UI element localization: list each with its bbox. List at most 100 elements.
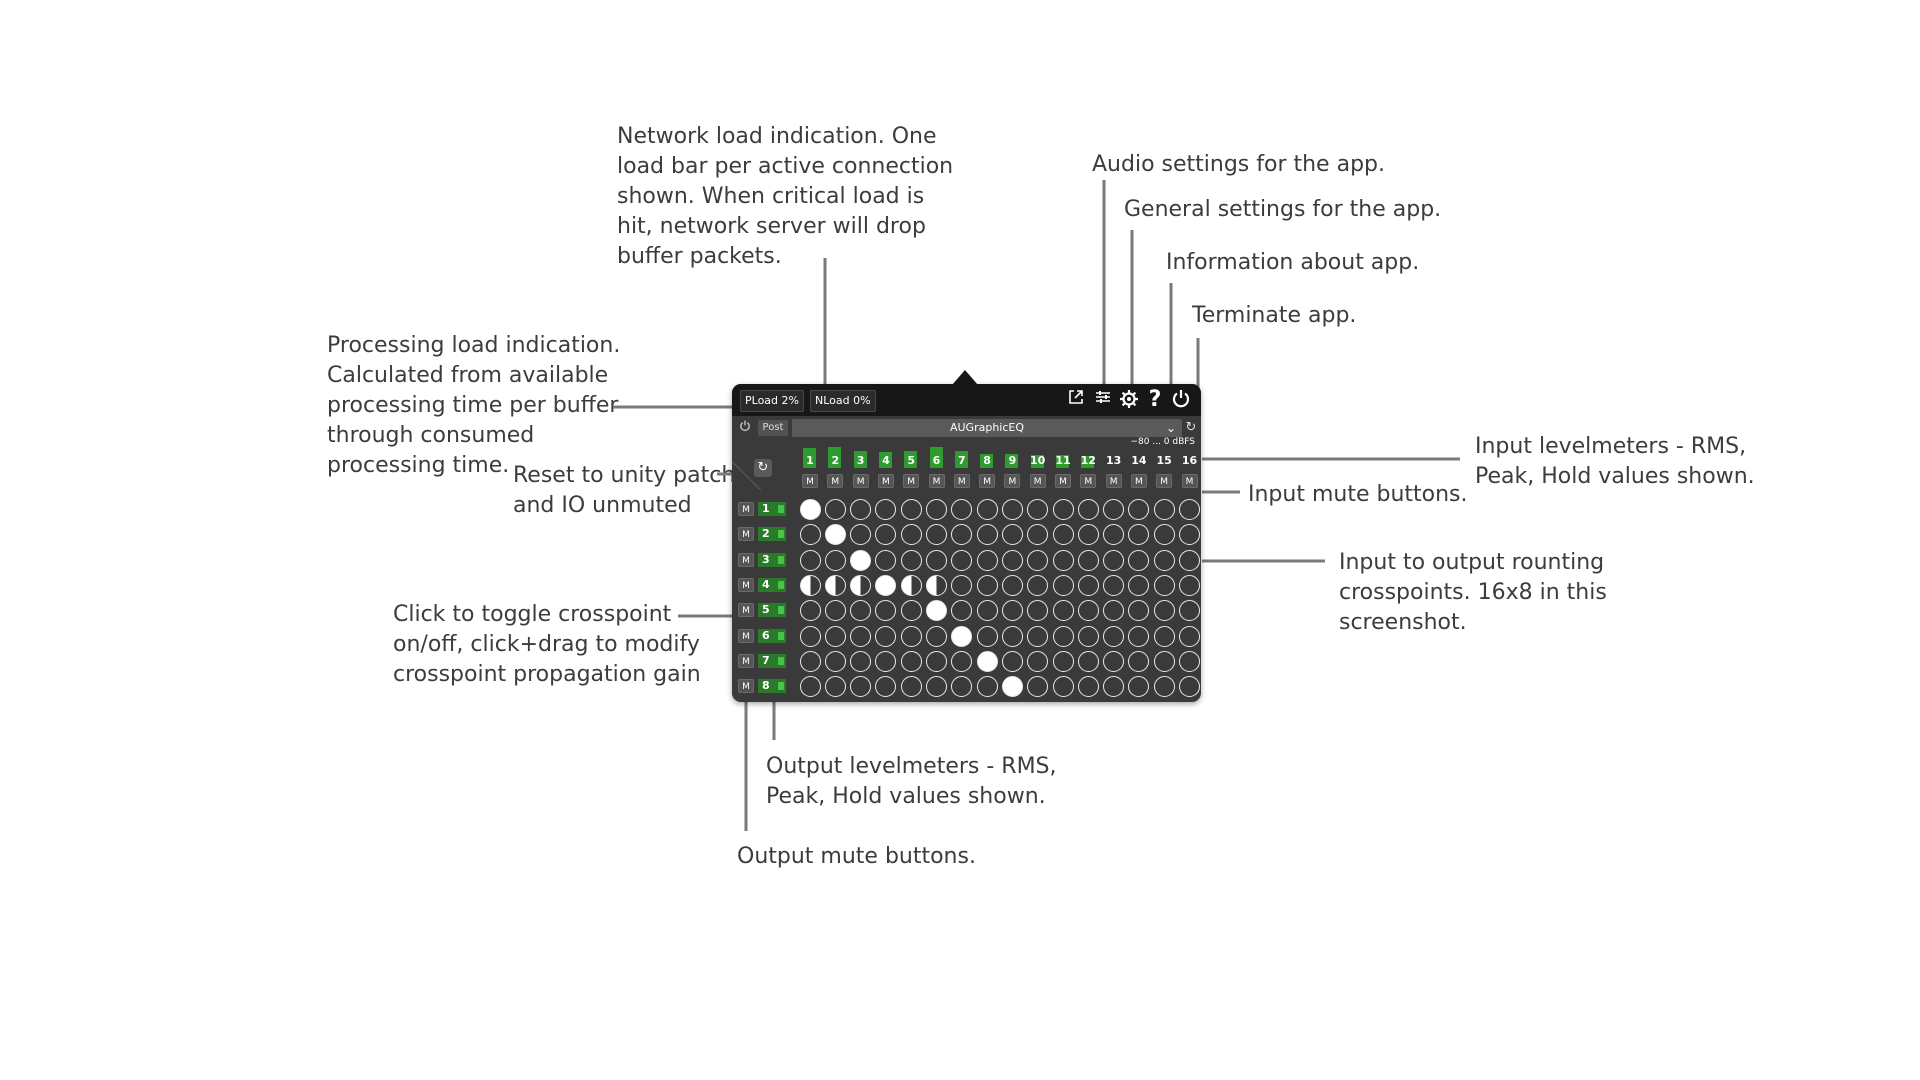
crosspoint[interactable] bbox=[824, 574, 846, 596]
crosspoint[interactable] bbox=[1052, 549, 1074, 571]
crosspoint[interactable] bbox=[1179, 549, 1200, 571]
crosspoint[interactable] bbox=[1153, 650, 1175, 672]
crosspoint[interactable] bbox=[1052, 625, 1074, 647]
crosspoint[interactable] bbox=[1027, 524, 1049, 546]
crosspoint[interactable] bbox=[824, 625, 846, 647]
crosspoint[interactable] bbox=[850, 625, 872, 647]
crosspoint[interactable] bbox=[900, 524, 922, 546]
crosspoint[interactable] bbox=[824, 499, 846, 520]
crosspoint[interactable] bbox=[951, 549, 973, 571]
crosspoint[interactable] bbox=[1128, 600, 1150, 622]
crosspoint[interactable] bbox=[1103, 499, 1125, 520]
crosspoint[interactable] bbox=[850, 600, 872, 622]
crosspoint[interactable] bbox=[926, 676, 947, 698]
crosspoint[interactable] bbox=[1027, 650, 1049, 672]
crosspoint[interactable] bbox=[1179, 499, 1200, 520]
crosspoint[interactable] bbox=[1052, 524, 1074, 546]
crosspoint[interactable] bbox=[900, 499, 922, 520]
crosspoint[interactable] bbox=[1103, 676, 1125, 698]
crosspoint[interactable] bbox=[1001, 499, 1023, 520]
crosspoint[interactable] bbox=[976, 499, 998, 520]
crosspoint[interactable] bbox=[900, 600, 922, 622]
input-mute-button[interactable]: M bbox=[827, 474, 844, 488]
crosspoint[interactable] bbox=[824, 650, 846, 672]
crosspoint[interactable] bbox=[1128, 625, 1150, 647]
crosspoint[interactable] bbox=[926, 499, 947, 520]
input-mute-button[interactable]: M bbox=[1181, 474, 1198, 488]
input-mute-button[interactable]: M bbox=[1156, 474, 1173, 488]
crosspoint[interactable] bbox=[875, 625, 897, 647]
crosspoint[interactable] bbox=[951, 524, 973, 546]
crosspoint[interactable] bbox=[976, 600, 998, 622]
input-mute-button[interactable]: M bbox=[802, 474, 818, 488]
input-mute-button[interactable]: M bbox=[1080, 474, 1097, 488]
crosspoint[interactable] bbox=[1179, 574, 1200, 596]
crosspoint[interactable] bbox=[850, 499, 872, 520]
input-mute-button[interactable]: M bbox=[1029, 474, 1046, 488]
output-mute-button[interactable]: M bbox=[738, 552, 754, 567]
crosspoint[interactable] bbox=[850, 549, 872, 571]
output-mute-button[interactable]: M bbox=[738, 502, 754, 516]
power-icon[interactable] bbox=[1170, 389, 1192, 411]
crosspoint[interactable] bbox=[875, 549, 897, 571]
crosspoint[interactable] bbox=[926, 549, 947, 571]
crosspoint[interactable] bbox=[1027, 676, 1049, 698]
input-mute-button[interactable]: M bbox=[953, 474, 970, 488]
gear-icon[interactable] bbox=[1118, 389, 1140, 411]
output-mute-button[interactable]: M bbox=[738, 679, 754, 694]
crosspoint[interactable] bbox=[1077, 600, 1099, 622]
crosspoint[interactable] bbox=[799, 549, 821, 571]
crosspoint[interactable] bbox=[1052, 676, 1074, 698]
crosspoint[interactable] bbox=[951, 600, 973, 622]
crosspoint[interactable] bbox=[1128, 524, 1150, 546]
crosspoint[interactable] bbox=[1077, 549, 1099, 571]
crosspoint[interactable] bbox=[1001, 549, 1023, 571]
crosspoint[interactable] bbox=[976, 625, 998, 647]
crosspoint[interactable] bbox=[1001, 625, 1023, 647]
crosspoint[interactable] bbox=[1103, 574, 1125, 596]
output-mute-button[interactable]: M bbox=[738, 527, 754, 542]
crosspoint[interactable] bbox=[875, 524, 897, 546]
crosspoint[interactable] bbox=[1027, 499, 1049, 520]
crosspoint[interactable] bbox=[1128, 650, 1150, 672]
crosspoint[interactable] bbox=[926, 625, 947, 647]
crosspoint[interactable] bbox=[1103, 549, 1125, 571]
crosspoint[interactable] bbox=[1153, 600, 1175, 622]
crosspoint[interactable] bbox=[951, 499, 973, 520]
input-mute-button[interactable]: M bbox=[928, 474, 945, 488]
crosspoint[interactable] bbox=[1027, 574, 1049, 596]
crosspoint[interactable] bbox=[799, 600, 821, 622]
crosspoint[interactable] bbox=[1128, 499, 1150, 520]
crosspoint[interactable] bbox=[1077, 524, 1099, 546]
crosspoint[interactable] bbox=[824, 676, 846, 698]
crosspoint[interactable] bbox=[900, 676, 922, 698]
crosspoint[interactable] bbox=[1077, 574, 1099, 596]
crosspoint[interactable] bbox=[1001, 600, 1023, 622]
crosspoint[interactable] bbox=[900, 650, 922, 672]
crosspoint[interactable] bbox=[951, 574, 973, 596]
plugin-power-icon[interactable] bbox=[736, 420, 754, 436]
plugin-select[interactable]: AUGraphicEQ ⌄ bbox=[792, 419, 1182, 437]
reset-unity-button[interactable]: ↻ bbox=[754, 459, 772, 477]
input-mute-button[interactable]: M bbox=[1004, 474, 1021, 488]
external-window-icon[interactable] bbox=[1065, 389, 1087, 411]
crosspoint[interactable] bbox=[976, 574, 998, 596]
post-button[interactable]: Post bbox=[758, 420, 788, 436]
crosspoint[interactable] bbox=[1077, 499, 1099, 520]
crosspoint[interactable] bbox=[824, 600, 846, 622]
crosspoint[interactable] bbox=[799, 676, 821, 698]
crosspoint[interactable] bbox=[1153, 676, 1175, 698]
crosspoint[interactable] bbox=[900, 625, 922, 647]
crosspoint[interactable] bbox=[1103, 625, 1125, 647]
crosspoint[interactable] bbox=[1153, 524, 1175, 546]
crosspoint[interactable] bbox=[1077, 650, 1099, 672]
crosspoint[interactable] bbox=[799, 524, 821, 546]
crosspoint[interactable] bbox=[875, 650, 897, 672]
plugin-reset-icon[interactable]: ↻ bbox=[1185, 420, 1197, 435]
crosspoint[interactable] bbox=[1103, 650, 1125, 672]
crosspoint[interactable] bbox=[951, 650, 973, 672]
help-icon[interactable]: ? bbox=[1148, 387, 1162, 412]
crosspoint[interactable] bbox=[799, 499, 821, 520]
crosspoint[interactable] bbox=[1077, 676, 1099, 698]
output-mute-button[interactable]: M bbox=[738, 628, 754, 643]
